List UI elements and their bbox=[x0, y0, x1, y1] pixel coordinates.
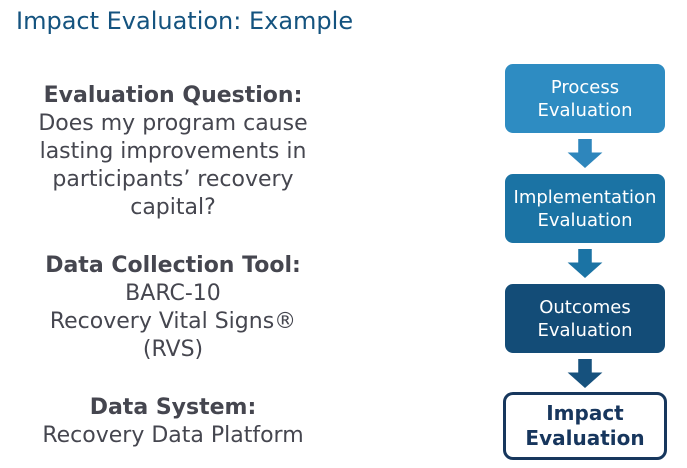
section-heading: Data Collection Tool: bbox=[45, 253, 301, 278]
flow-step-process-evaluation: Process Evaluation bbox=[503, 62, 667, 135]
section-heading: Data System: bbox=[89, 395, 257, 420]
section-line: lasting improvements in bbox=[39, 139, 307, 164]
section-line: participants’ recovery bbox=[52, 167, 294, 192]
flow-step-implementation-evaluation: Implementation Evaluation bbox=[503, 172, 667, 245]
down-arrow-icon bbox=[567, 139, 603, 168]
flow-step-label: Outcomes Evaluation bbox=[537, 296, 633, 341]
section-line: capital? bbox=[130, 195, 216, 220]
down-arrow-icon bbox=[567, 359, 603, 388]
section-line: (RVS) bbox=[142, 337, 204, 362]
section-data-system: Data System: Recovery Data Platform bbox=[0, 394, 346, 450]
section-evaluation-question: Evaluation Question: Does my program cau… bbox=[0, 82, 346, 222]
evaluation-flowchart: Process Evaluation Implementation Evalua… bbox=[503, 62, 667, 460]
section-line: Does my program cause bbox=[38, 111, 308, 136]
section-line: Recovery Data Platform bbox=[42, 423, 304, 448]
down-arrow-icon bbox=[567, 249, 603, 278]
section-line: BARC-10 bbox=[125, 281, 221, 306]
flow-step-outcomes-evaluation: Outcomes Evaluation bbox=[503, 282, 667, 355]
section-data-collection-tool: Data Collection Tool: BARC-10 Recovery V… bbox=[0, 252, 346, 364]
flow-step-impact-evaluation: Impact Evaluation bbox=[503, 392, 667, 460]
flow-step-label: Implementation Evaluation bbox=[513, 186, 657, 231]
flow-step-label: Impact Evaluation bbox=[525, 401, 645, 450]
section-line: Recovery Vital Signs® bbox=[49, 309, 297, 334]
flow-step-label: Process Evaluation bbox=[537, 76, 633, 121]
details-panel: Evaluation Question: Does my program cau… bbox=[0, 82, 346, 468]
section-heading: Evaluation Question: bbox=[43, 83, 303, 108]
slide-title: Impact Evaluation: Example bbox=[16, 7, 354, 35]
